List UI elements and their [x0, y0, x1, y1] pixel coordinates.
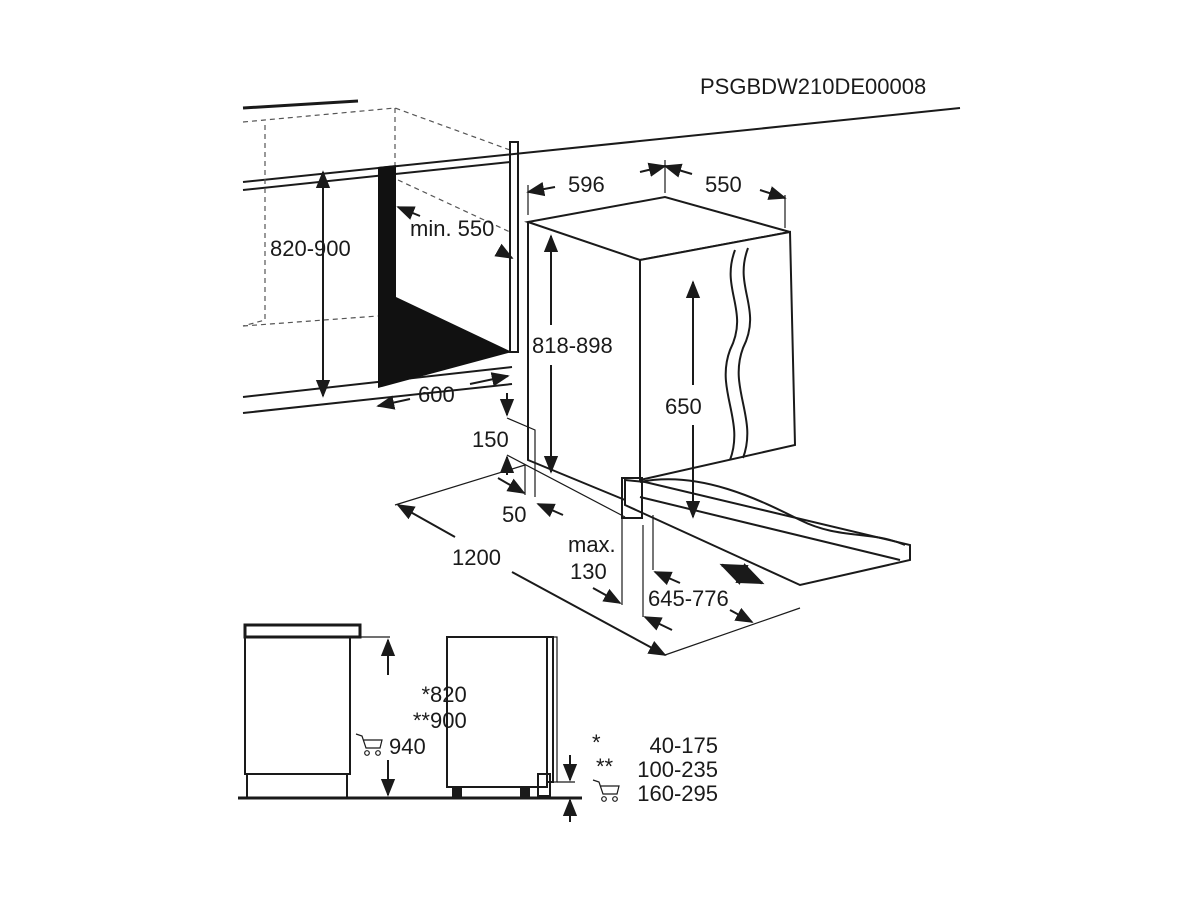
plinth-height-label: 150 — [472, 427, 509, 452]
cart-icon — [355, 733, 383, 756]
appliance-depth-label: 550 — [705, 172, 742, 197]
appliance-width-label: 596 — [568, 172, 605, 197]
plinth-max-label: 130 — [570, 559, 607, 584]
height-value: 820 — [430, 682, 467, 707]
niche-width-label: 600 — [418, 382, 455, 407]
niche-height-label: 820-900 — [270, 236, 351, 261]
door-clearance-label: 1200 — [452, 545, 501, 570]
height-value: 940 — [389, 734, 426, 759]
range-value: 160-295 — [637, 781, 718, 806]
niche-dimensions: 820-900 min. 550 600 — [270, 170, 514, 410]
appliance-dimensions: 596 550 818-898 650 — [526, 160, 787, 519]
dishwasher — [524, 195, 911, 587]
range-value: 40-175 — [649, 733, 718, 758]
door-slide-arrow — [719, 563, 765, 585]
door-height-label: 650 — [665, 394, 702, 419]
plinth-depth-label: 50 — [502, 502, 526, 527]
floor-dimensions: 150 50 1200 max. 130 645-776 — [394, 393, 801, 656]
side-view-appliance: * 40-175 ** 100-235 160-295 — [446, 636, 718, 822]
niche-depth-label: min. 550 — [410, 216, 494, 241]
height-marker: * — [421, 682, 430, 707]
range-marker: * — [592, 730, 601, 755]
cart-icon — [592, 779, 620, 802]
range-value: 100-235 — [637, 757, 718, 782]
door-offset-label: 645-776 — [648, 586, 729, 611]
height-marker: ** — [413, 708, 431, 733]
niche-shadow — [378, 165, 512, 388]
side-view-cabinet: * 820 ** 900 940 — [238, 623, 582, 800]
appliance-height-label: 818-898 — [532, 333, 613, 358]
model-code: PSGBDW210DE00008 — [700, 74, 926, 99]
max-label: max. — [568, 532, 616, 557]
range-marker: ** — [596, 754, 614, 779]
height-value: 900 — [430, 708, 467, 733]
